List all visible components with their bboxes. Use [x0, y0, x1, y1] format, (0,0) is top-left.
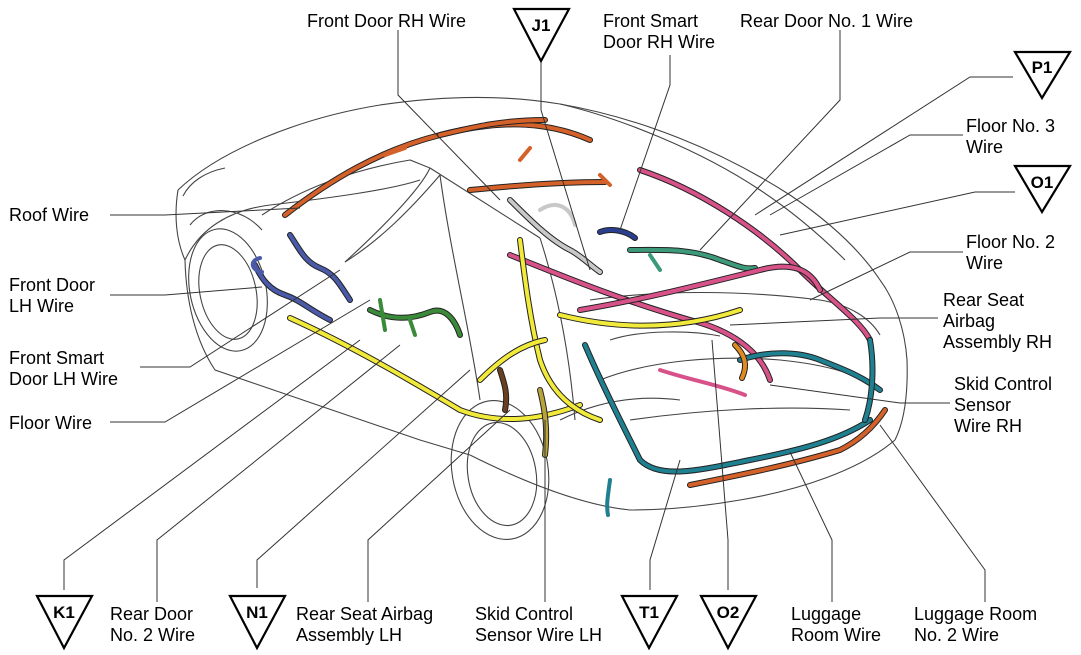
label-rear-seat-airbag-lh: Rear Seat Airbag — [296, 604, 433, 624]
label-front-smart-door-lh-wire-2: Door LH Wire — [9, 369, 118, 389]
label-luggage-room-no2-wire-2: No. 2 Wire — [914, 625, 999, 645]
label-skid-control-rh: Skid Control — [954, 374, 1052, 394]
marker-n1: N1 — [228, 594, 287, 651]
label-rear-door-no1-wire: Rear Door No. 1 Wire — [740, 11, 913, 31]
svg-text:K1: K1 — [53, 603, 75, 622]
label-skid-control-rh-2: Sensor — [954, 395, 1011, 415]
roof-wire-harness — [282, 117, 612, 218]
connector-markers: J1 P1 O1 K1 N1 T1 O2 — [35, 7, 1072, 651]
front-door-lh-wire-harness — [250, 232, 353, 323]
label-skid-control-rh-3: Wire RH — [954, 416, 1022, 436]
marker-o2: O2 — [699, 594, 758, 651]
label-floor-no3-wire: Floor No. 3 — [966, 116, 1055, 136]
rear-door-no1-wire-harness — [627, 246, 758, 272]
front-smart-door-rh-wire-harness — [597, 227, 638, 241]
rear-seat-airbag-lh-harness — [497, 367, 510, 413]
label-luggage-room-wire: Luggage — [791, 604, 861, 624]
label-rear-seat-airbag-lh-2: Assembly LH — [296, 625, 402, 645]
label-front-smart-door-rh-wire: Front Smart — [603, 11, 698, 31]
label-front-smart-door-lh-wire: Front Smart — [9, 348, 104, 368]
label-skid-control-lh: Skid Control — [475, 604, 573, 624]
label-rear-seat-airbag-rh: Rear Seat — [943, 290, 1024, 310]
leader-lines — [63, 30, 1015, 602]
svg-text:P1: P1 — [1032, 58, 1053, 77]
svg-text:J1: J1 — [532, 16, 551, 35]
label-luggage-room-no2-wire: Luggage Room — [914, 604, 1037, 624]
label-roof-wire: Roof Wire — [9, 205, 89, 225]
skid-control-rh-and-luggage-harness — [582, 337, 883, 517]
marker-o1: O1 — [1013, 164, 1072, 215]
floor-wire-harness — [287, 237, 743, 423]
marker-k1: K1 — [35, 594, 94, 651]
label-floor-no2-wire: Floor No. 2 — [966, 232, 1055, 252]
label-front-smart-door-rh-wire-2: Door RH Wire — [603, 32, 715, 52]
luggage-room-no2-wire-harness — [687, 407, 888, 488]
rear-seat-airbag-rh-harness — [732, 342, 749, 381]
label-rear-door-no2-wire: Rear Door — [110, 604, 193, 624]
svg-text:O2: O2 — [717, 603, 740, 622]
label-skid-control-lh-2: Sensor Wire LH — [475, 625, 602, 645]
svg-text:N1: N1 — [246, 603, 268, 622]
svg-text:O1: O1 — [1031, 173, 1054, 192]
label-front-door-rh-wire: Front Door RH Wire — [307, 11, 466, 31]
svg-text:T1: T1 — [639, 603, 659, 622]
marker-j1: J1 — [512, 7, 571, 64]
label-front-door-lh-wire: Front Door — [9, 275, 95, 295]
label-front-door-lh-wire-2: LH Wire — [9, 296, 74, 316]
rear-door-no2-wire-harness — [367, 298, 463, 338]
label-rear-seat-airbag-rh-2: Airbag — [943, 311, 995, 331]
marker-p1: P1 — [1013, 50, 1072, 101]
label-luggage-room-wire-2: Room Wire — [791, 625, 881, 645]
label-rear-seat-airbag-rh-3: Assembly RH — [943, 332, 1052, 352]
front-door-rh-wire-harness — [507, 197, 603, 275]
floor-no2-wire-harness — [507, 167, 873, 397]
marker-t1: T1 — [620, 594, 679, 651]
label-floor-no3-wire-2: Wire — [966, 137, 1003, 157]
label-floor-no2-wire-2: Wire — [966, 253, 1003, 273]
callout-labels: Front Door RH Wire Front Smart Door RH W… — [9, 11, 1055, 645]
label-rear-door-no2-wire-2: No. 2 Wire — [110, 625, 195, 645]
label-floor-wire: Floor Wire — [9, 413, 92, 433]
